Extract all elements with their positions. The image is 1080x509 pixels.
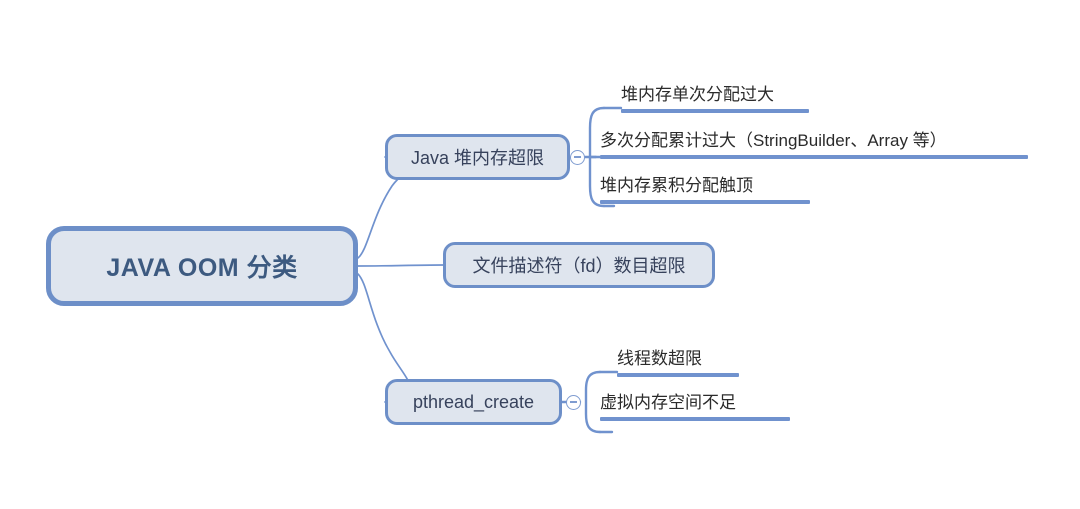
leaf-node-heap-3-label: 堆内存累积分配触顶 [600, 176, 753, 195]
branch-node-fd[interactable]: 文件描述符（fd）数目超限 [443, 242, 715, 288]
leaf-node-heap-3[interactable]: 堆内存累积分配触顶 [600, 175, 810, 204]
edge-root-to-fd [357, 264, 444, 267]
edge-pthread-bracket [584, 370, 602, 434]
leaf-underline [617, 373, 739, 377]
leaf-underline [600, 417, 790, 421]
branch-node-heap-label: Java 堆内存超限 [410, 148, 545, 168]
leaf-node-pthread-2-label: 虚拟内存空间不足 [600, 393, 736, 412]
leaf-node-heap-1[interactable]: 堆内存单次分配过大 [621, 84, 809, 113]
leaf-underline [621, 109, 809, 113]
leaf-underline [600, 155, 1028, 159]
root-node-label: JAVA OOM 分类 [106, 254, 298, 282]
leaf-node-pthread-1[interactable]: 线程数超限 [617, 348, 739, 377]
branch-node-pthread-label: pthread_create [412, 391, 535, 412]
collapse-toggle-pthread-icon[interactable] [566, 394, 581, 410]
leaf-node-heap-1-label: 堆内存单次分配过大 [621, 85, 774, 104]
branch-node-heap[interactable]: Java 堆内存超限 [385, 134, 570, 180]
branch-node-pthread[interactable]: pthread_create [385, 379, 562, 425]
leaf-node-pthread-1-label: 线程数超限 [617, 349, 702, 368]
leaf-underline [600, 200, 810, 204]
leaf-node-heap-2[interactable]: 多次分配累计过大（StringBuilder、Array 等） [600, 130, 1028, 159]
collapse-toggle-heap-icon[interactable] [570, 149, 585, 165]
root-node[interactable]: JAVA OOM 分类 [46, 226, 358, 306]
leaf-node-heap-2-label: 多次分配累计过大（StringBuilder、Array 等） [600, 131, 947, 150]
branch-node-fd-label: 文件描述符（fd）数目超限 [472, 256, 686, 276]
leaf-node-pthread-2[interactable]: 虚拟内存空间不足 [600, 392, 790, 421]
